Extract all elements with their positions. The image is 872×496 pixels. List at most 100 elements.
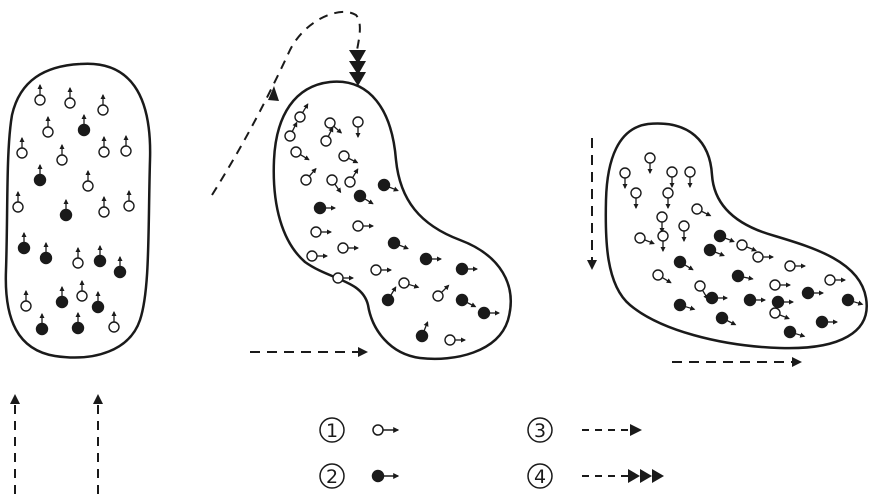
moment-arrow — [389, 187, 398, 191]
particle-dot — [371, 265, 381, 275]
particle-dot — [93, 302, 104, 313]
particle-dot — [715, 231, 726, 242]
hollow-particle — [653, 270, 671, 283]
filled-particle — [421, 254, 442, 265]
hollow-particle — [338, 243, 358, 253]
particle-dot — [109, 322, 119, 332]
hollow-particle — [399, 278, 418, 288]
particle-dot — [41, 253, 52, 264]
filled-particle — [717, 313, 736, 325]
particle-dot — [785, 261, 795, 271]
moment-arrow — [409, 284, 419, 287]
hollow-particle — [285, 123, 297, 141]
hollow-particle — [825, 275, 845, 285]
particle-dot — [692, 204, 702, 214]
hollow-particle — [121, 136, 131, 156]
arrowhead-icon — [628, 469, 640, 483]
moment-arrow — [743, 277, 753, 279]
moment-arrow — [715, 252, 724, 256]
hollow-particle — [645, 153, 655, 173]
hollow-particle — [327, 175, 341, 192]
moment-arrow — [466, 302, 475, 306]
particle-dot — [803, 288, 814, 299]
filled-particle — [803, 288, 824, 299]
particle-dot — [285, 131, 295, 141]
hollow-particle — [65, 88, 75, 108]
particle-dot — [399, 278, 409, 288]
arrowhead-icon — [630, 424, 642, 436]
particle-dot — [753, 252, 763, 262]
particle-dot — [19, 243, 30, 254]
hollow-particle — [770, 308, 789, 319]
particle-dot — [695, 281, 705, 291]
particle-dot — [61, 210, 72, 221]
filled-particle — [675, 257, 693, 270]
hollow-particle — [371, 265, 391, 275]
filled-particle — [733, 271, 753, 282]
particle-dot — [658, 231, 668, 241]
legend-number: 1 — [326, 420, 338, 442]
filled-particle — [115, 257, 126, 278]
hollow-particle — [77, 281, 87, 301]
particle-dot — [339, 151, 349, 161]
particle-dot — [733, 271, 744, 282]
filled-particle — [35, 165, 46, 186]
filled-particle — [73, 313, 84, 334]
particle-dot — [353, 221, 363, 231]
filled-particle-icon — [373, 471, 384, 482]
particle-dot — [57, 297, 68, 308]
hollow-particle — [753, 252, 773, 262]
hollow-particle — [345, 169, 358, 187]
particle-dot — [653, 270, 663, 280]
filled-particle — [417, 322, 428, 341]
particle-dot — [675, 300, 686, 311]
particle-dot — [98, 105, 108, 115]
hollow-particle — [35, 85, 45, 105]
hollow-particle — [98, 95, 108, 115]
hollow-particle-icon — [373, 425, 383, 435]
moment-arrow — [303, 104, 308, 113]
particle-dot — [13, 202, 23, 212]
particle-dot — [667, 167, 677, 177]
moment-arrow — [334, 126, 342, 133]
particle-dot — [417, 331, 428, 342]
particle-dot — [99, 147, 109, 157]
curved-dashed-arrow-triple — [212, 12, 366, 195]
filled-particle — [773, 297, 794, 308]
filled-particle — [379, 180, 398, 191]
filled-particle — [705, 245, 724, 256]
filled-particle — [355, 191, 373, 204]
legend-number: 3 — [534, 420, 546, 442]
filled-particle — [675, 300, 695, 311]
legend-item-1: 1 — [320, 418, 398, 442]
particle-dot — [663, 188, 673, 198]
hollow-particle — [685, 167, 695, 187]
particle-dot — [79, 125, 90, 136]
hollow-particle — [679, 221, 689, 241]
hollow-particle — [631, 188, 641, 208]
particle-dot — [333, 273, 343, 283]
hollow-particle — [43, 117, 53, 137]
hollow-particle — [695, 281, 708, 299]
hollow-particle — [433, 285, 449, 301]
hollow-particle — [124, 191, 134, 211]
particle-dot — [35, 175, 46, 186]
hollow-particle — [99, 137, 109, 157]
particle-dot — [321, 136, 331, 146]
particle-dot — [95, 256, 106, 267]
hollow-particle — [301, 169, 316, 185]
particle-dot — [327, 175, 337, 185]
hollow-particle — [353, 221, 373, 231]
particle-dot — [43, 127, 53, 137]
filled-particle — [745, 295, 766, 306]
arrowhead-icon — [640, 469, 652, 483]
filled-particle — [479, 308, 500, 319]
filled-particle — [95, 246, 106, 267]
particle-dot — [57, 155, 67, 165]
particle-dot — [307, 251, 317, 261]
moment-arrow — [853, 301, 863, 304]
particle-dot — [353, 117, 363, 127]
particle-dot — [479, 308, 490, 319]
moment-arrow — [780, 315, 789, 319]
filled-particle — [315, 203, 336, 214]
